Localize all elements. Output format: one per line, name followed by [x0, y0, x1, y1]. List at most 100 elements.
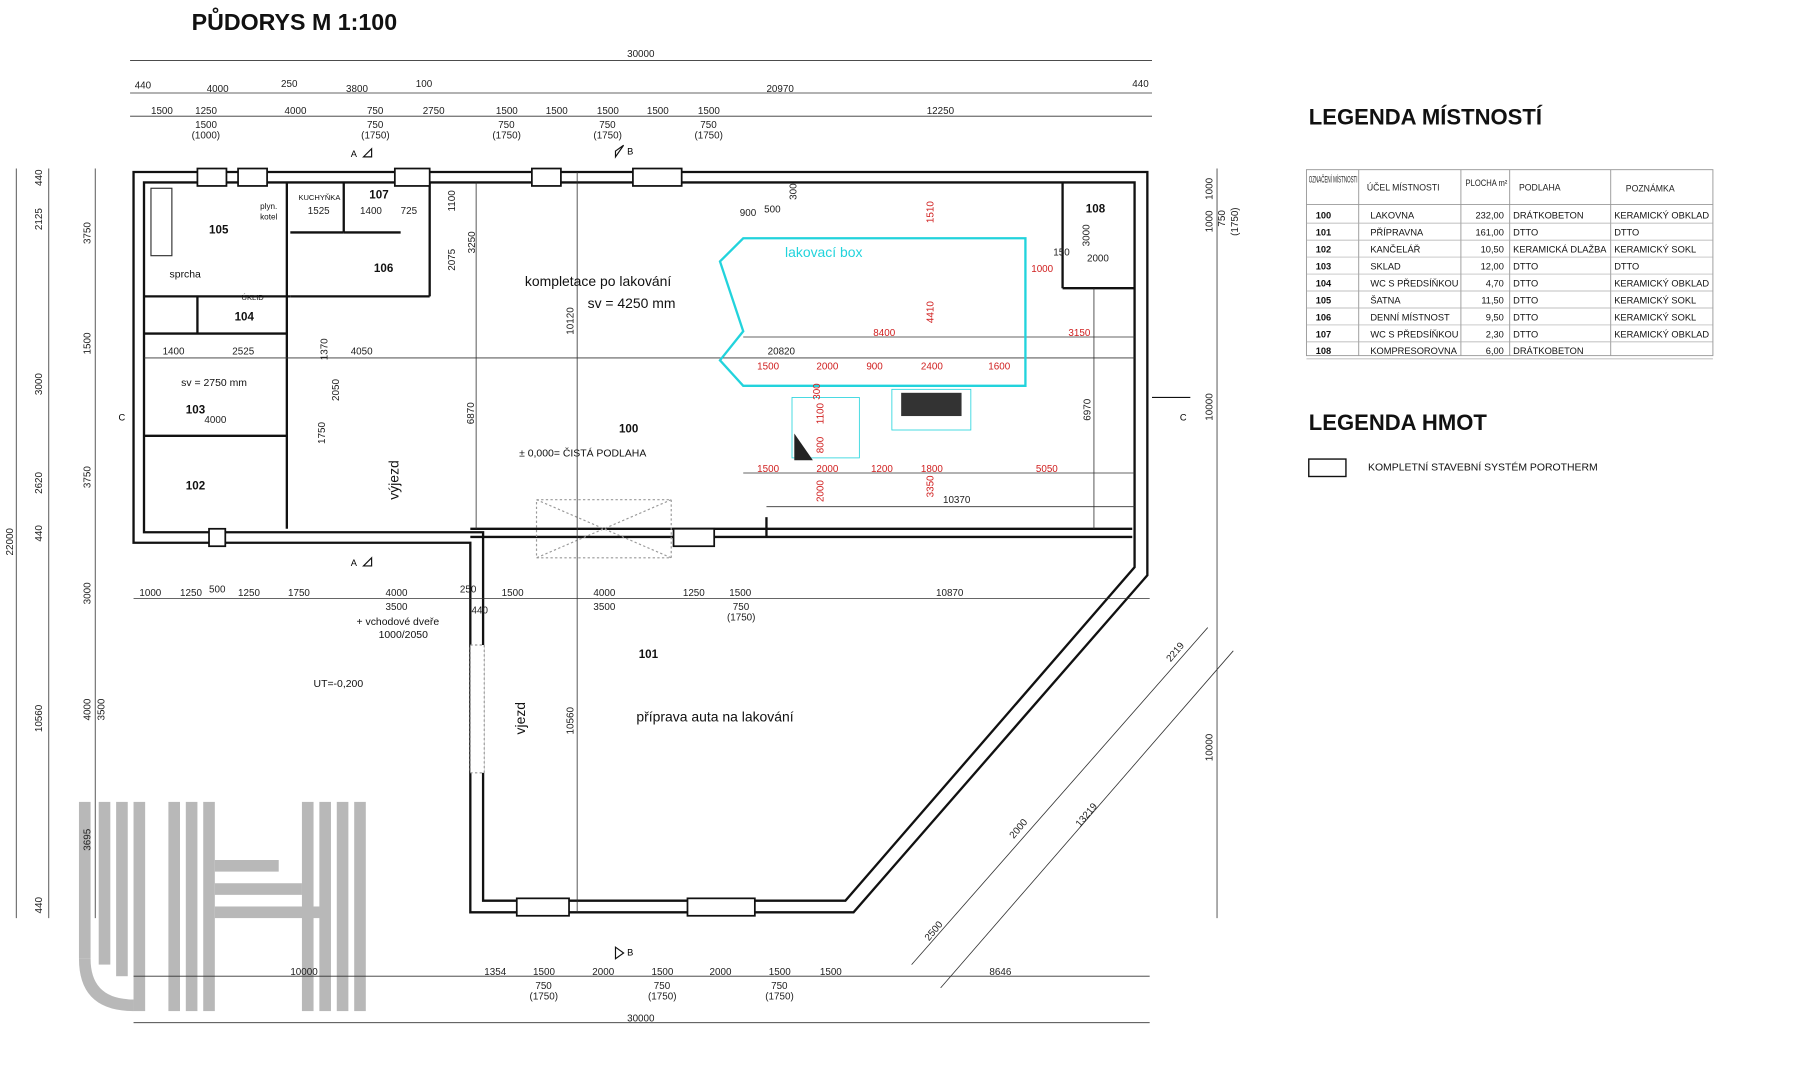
dim: 800	[815, 436, 826, 453]
table-cell: 11,50	[1481, 295, 1504, 305]
dim: 2620	[34, 471, 45, 493]
dim: 4000	[204, 415, 226, 426]
room-number: 104	[235, 311, 255, 324]
dim: 13219	[1074, 801, 1100, 829]
dim: 10000	[290, 967, 318, 978]
door-note: + vchodové dveře	[357, 617, 440, 628]
table-cell: 104	[1316, 278, 1332, 288]
table-cell: 161,00	[1475, 227, 1503, 237]
dim: 440	[34, 525, 45, 542]
dim: 1100	[815, 402, 826, 424]
table-cell: KERAMICKÝ SOKL	[1614, 295, 1696, 305]
dim: 10370	[943, 495, 971, 506]
table-cell: 100	[1316, 210, 1331, 220]
dim: 3800	[346, 84, 368, 95]
dim: 1500	[83, 332, 94, 354]
table-cell: 106	[1316, 312, 1331, 322]
dim: 3500	[97, 698, 108, 720]
dim: 10000	[1204, 393, 1215, 421]
dim: (1750)	[530, 991, 558, 1002]
dim: 20970	[766, 84, 794, 95]
interior-dimension-lines	[133, 171, 1234, 1024]
dim: 3695	[83, 828, 94, 850]
dim: (1750)	[492, 130, 520, 141]
dim: 440	[34, 896, 45, 913]
dim: 300	[812, 383, 823, 400]
section-mark-a: A	[351, 558, 358, 568]
dim: 2000	[1087, 253, 1109, 264]
room-number: 105	[209, 224, 229, 237]
dim: 4000	[83, 698, 94, 720]
table-cell: LAKOVNA	[1370, 210, 1415, 220]
dim: 3500	[386, 602, 408, 613]
dim: 2000	[1008, 817, 1031, 841]
dim: 2075	[447, 248, 458, 270]
dim: 1500	[820, 967, 842, 978]
dim: 2000	[710, 967, 732, 978]
table-cell: KOMPRESOROVNA	[1370, 346, 1457, 356]
boiler-label: kotel	[260, 213, 277, 222]
dim: 1500	[769, 967, 791, 978]
dim: 900	[740, 208, 757, 219]
dim: (1750)	[727, 613, 755, 624]
dim: 1500	[729, 588, 751, 599]
dim: 1800	[921, 464, 943, 475]
equipment-block	[901, 392, 962, 417]
dim: 1250	[195, 106, 217, 117]
dim: 150	[1053, 248, 1070, 259]
dim: (1000)	[192, 130, 220, 141]
dim: 12250	[927, 106, 955, 117]
dim: 1000	[139, 588, 161, 599]
legend-materials-title: LEGENDA HMOT	[1309, 410, 1488, 435]
dim: 750	[535, 981, 552, 992]
dim: 1500	[195, 120, 217, 131]
dim: 725	[401, 206, 418, 217]
table-cell: 102	[1316, 244, 1331, 254]
dim: (1750)	[1230, 207, 1241, 236]
dim: 10560	[566, 707, 577, 735]
room-labels: 105 107 106 104 103 102 108 100 101 komp…	[170, 189, 1106, 735]
table-header: POZNÁMKA	[1626, 184, 1675, 194]
dim: 440	[34, 169, 45, 186]
dim: 1500	[698, 106, 720, 117]
dim: 2000	[592, 967, 614, 978]
table-cell: DTTO	[1614, 261, 1639, 271]
dim: 1600	[988, 362, 1010, 373]
table-cell: PŘÍPRAVNA	[1370, 227, 1424, 237]
room-number: 102	[186, 479, 205, 492]
room-number: 108	[1086, 203, 1106, 216]
dim: 10870	[936, 588, 964, 599]
room-number: 100	[619, 422, 638, 435]
dim: 3000	[1081, 224, 1092, 246]
dim: 750	[367, 120, 384, 131]
dim: 1500	[647, 106, 669, 117]
table-header: PLOCHA m²	[1466, 178, 1508, 188]
lakovaci-box-label: lakovací box	[785, 244, 862, 260]
table-cell: 6,00	[1486, 346, 1504, 356]
terrain-level: UT=-0,200	[314, 679, 364, 690]
dim: 1100	[447, 190, 458, 212]
dim: 1500	[651, 967, 673, 978]
dim: 750	[654, 981, 671, 992]
dim: 1525	[308, 206, 330, 217]
table-cell: KERAMICKÁ DLAŽBA	[1513, 244, 1607, 254]
equipment-outline	[791, 397, 860, 459]
table-header: PODLAHA	[1519, 183, 1561, 193]
table-cell: SKLAD	[1370, 261, 1401, 271]
dim: 1750	[317, 421, 328, 443]
table-cell: DRÁTKOBETON	[1513, 346, 1583, 356]
table-cell: 4,70	[1486, 278, 1504, 288]
side-dimensions: 22000 440 2125 3750 1500 3000 3750 2620 …	[5, 168, 1241, 919]
drawing-title: PŮDORYS M 1:100	[192, 6, 398, 35]
dim: (1750)	[765, 991, 793, 1002]
legend-rooms-title: LEGENDA MÍSTNOSTÍ	[1309, 104, 1543, 129]
dim: 750	[498, 120, 515, 131]
jh-logo-watermark	[78, 801, 366, 1012]
floor-level: ± 0,000= ČISTÁ PODLAHA	[519, 447, 646, 460]
table-cell: DTTO	[1513, 278, 1538, 288]
dim: 1400	[360, 206, 382, 217]
dim: 1500	[533, 967, 555, 978]
equipment-outline	[891, 388, 972, 431]
dim: 1370	[319, 338, 330, 360]
top-dimensions: 30000 440 4000 250 3800 100 20970 440 15…	[130, 49, 1152, 141]
